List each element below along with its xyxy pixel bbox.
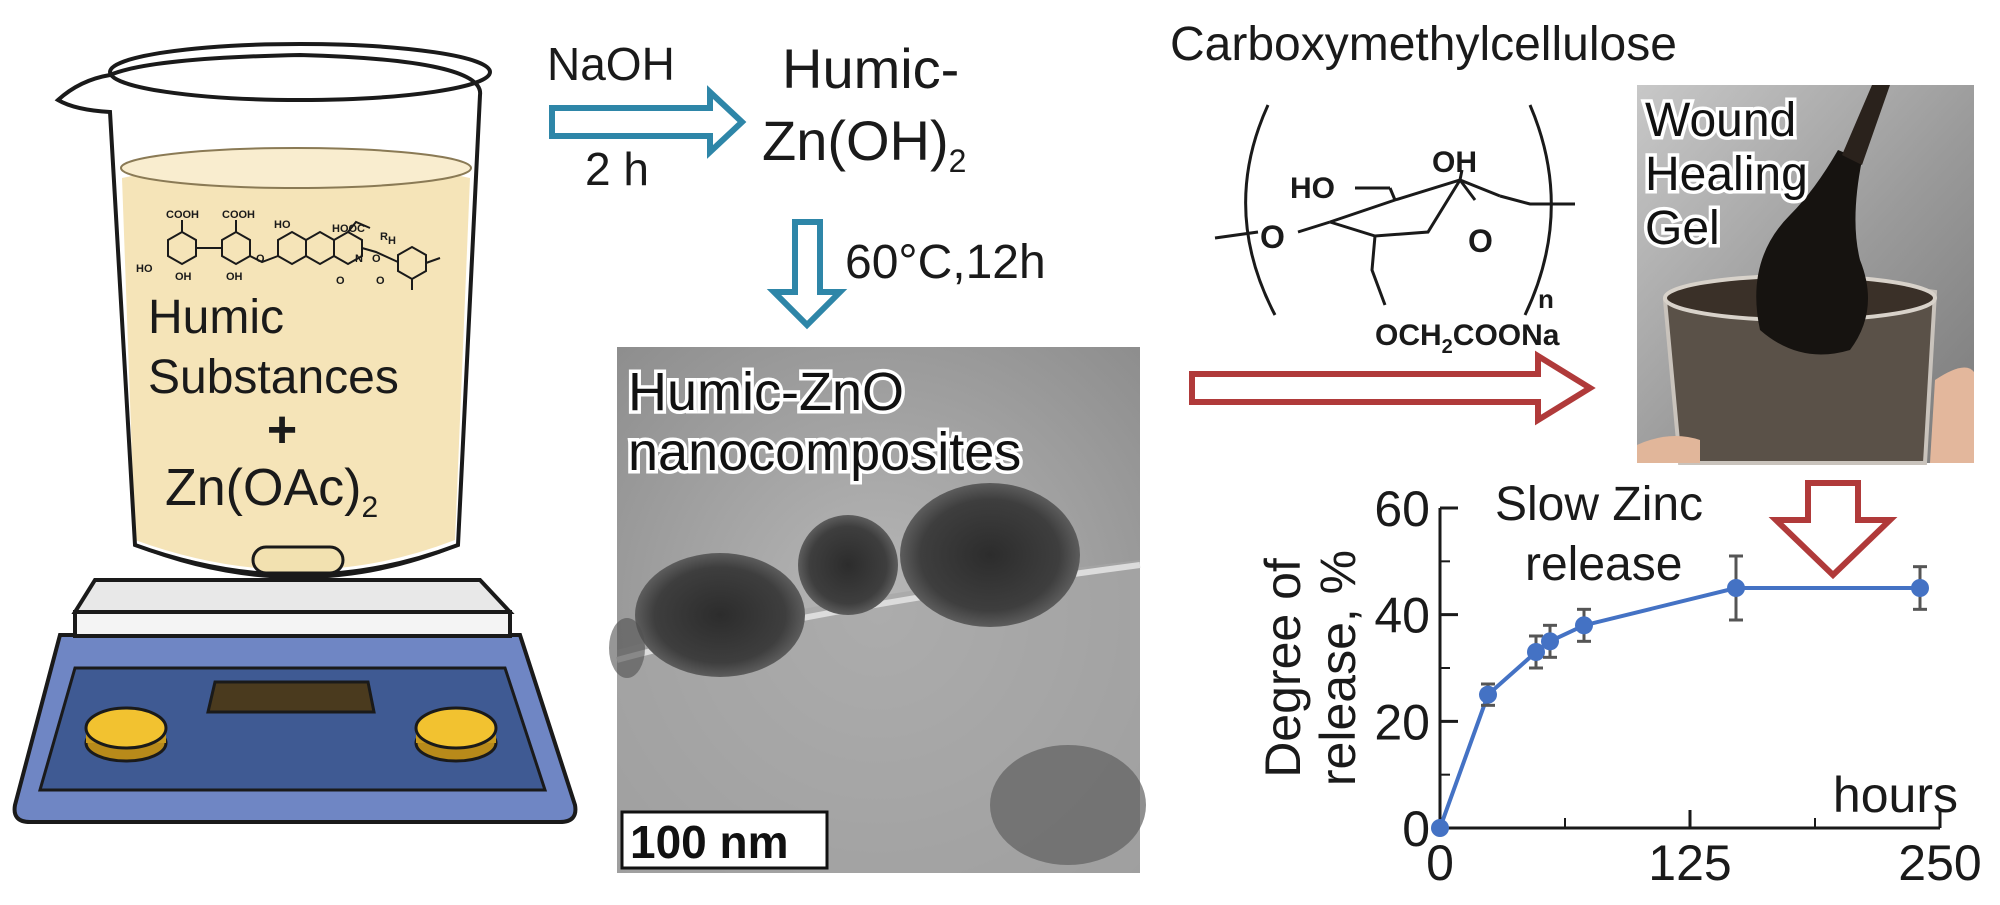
beaker: COOH COOH HOOC R HO OH OH HO H N O O O O… — [54, 42, 492, 579]
data-point — [1911, 579, 1929, 597]
struct-cooh-2: COOH — [222, 209, 255, 221]
side-chain-och: OCH — [1375, 319, 1442, 352]
step2-conditions: 60°C,12h — [845, 236, 1046, 289]
release-label-line1: Slow Zinc — [1495, 478, 1703, 531]
right-knob-icon — [414, 706, 498, 750]
beaker-label-humic: Humic — [148, 291, 284, 344]
struct-o-2: O — [372, 253, 381, 265]
x-axis-label: hours — [1833, 767, 1958, 823]
data-point — [1541, 632, 1559, 651]
struct-ho-2: HO — [274, 219, 291, 231]
right-bracket — [1523, 104, 1553, 316]
data-point — [1527, 643, 1545, 661]
humic-structure-labels: COOH COOH HOOC R HO OH OH HO H N O O O O — [136, 209, 396, 287]
humic-structure — [167, 220, 441, 290]
gel-mass — [1756, 150, 1868, 355]
blue-arrow-right-icon — [549, 85, 747, 159]
struct-o-4: O — [376, 275, 385, 287]
beaker-bottom — [134, 543, 459, 579]
tem-title-line2: nanocomposites — [628, 422, 1021, 482]
y-tick-label: 20 — [1374, 694, 1430, 750]
intermediate-line2: Zn(OH)2 — [762, 109, 966, 179]
tem-title-line1: Humic-ZnO — [628, 362, 904, 422]
y-tick-label: 0 — [1402, 801, 1430, 857]
gel-label-line2: Healing — [1645, 148, 1808, 201]
intermediate-subscript: 2 — [949, 143, 967, 179]
data-point — [1575, 616, 1593, 635]
cmc-title: Carboxymethylcellulose — [1170, 18, 1677, 71]
cmc-n: n — [1538, 284, 1554, 314]
x-tick-label: 125 — [1648, 835, 1731, 891]
cmc-o-left: O — [1260, 219, 1285, 255]
release-label-line2: release — [1525, 538, 1682, 591]
scale-bar-box — [620, 810, 829, 870]
side-chain-coona: COONa — [1453, 319, 1560, 352]
struct-hooc: HOOC — [332, 223, 365, 235]
scale-bar-label: 100 nm — [630, 816, 789, 868]
tem-particle-3 — [900, 483, 1080, 627]
red-arrow-right-icon — [1189, 350, 1596, 426]
finger-left — [1637, 436, 1700, 463]
cmc-structure — [1214, 104, 1575, 316]
struct-h: H — [388, 235, 396, 247]
beaker-label-reagent: Zn(OAc)2 — [165, 459, 378, 524]
magnetic-stirrer — [12, 578, 578, 824]
hotplate-top — [71, 578, 515, 614]
cmc-ho: HO — [1290, 172, 1335, 205]
data-point — [1727, 579, 1745, 597]
beaker-label-substances: Substances — [148, 351, 399, 404]
beaker-rim — [108, 42, 492, 102]
struct-ho-1: HO — [136, 263, 153, 275]
struct-o-3: O — [336, 275, 345, 287]
blue-arrow-down-icon — [766, 219, 848, 330]
left-bracket — [1244, 104, 1277, 316]
cmc-o-ring: O — [1468, 223, 1493, 259]
tem-particle-4 — [990, 745, 1146, 865]
y-axis-label-line2: release, % — [1310, 550, 1366, 786]
intermediate-line1: Humic- — [782, 37, 959, 100]
stirrer-panel — [38, 666, 548, 792]
cmc-side-chain: OCH2COONa — [1375, 319, 1560, 358]
intermediate-main: Zn(OH) — [762, 109, 949, 172]
side-chain-subscript: 2 — [1442, 336, 1453, 358]
struct-o-1: O — [256, 253, 265, 265]
gel-label-line3: Gel — [1645, 202, 1720, 255]
hotplate-front — [73, 610, 512, 638]
finger — [1930, 367, 1974, 463]
cmc-oh: OH — [1432, 146, 1477, 179]
tem-image: Humic-ZnO nanocomposites 100 nm — [609, 347, 1146, 873]
stir-bar — [251, 545, 345, 575]
data-point — [1479, 685, 1497, 704]
left-knob-icon — [84, 706, 168, 750]
tem-particle-1 — [635, 553, 805, 677]
tem-particle-edge — [609, 618, 645, 678]
struct-n: N — [355, 253, 363, 265]
reagent-subscript: 2 — [361, 491, 378, 524]
stirrer-display — [206, 680, 376, 714]
struct-cooh-1: COOH — [166, 209, 199, 221]
x-tick-label: 0 — [1426, 835, 1454, 891]
gel-stick — [1842, 85, 1890, 165]
tem-particle-2 — [798, 515, 898, 615]
struct-oh-1: OH — [175, 271, 192, 283]
struct-oh-2: OH — [226, 271, 243, 283]
beaker-liquid — [122, 159, 470, 570]
y-tick-label: 60 — [1374, 481, 1430, 537]
data-point — [1431, 819, 1449, 837]
reagent-main: Zn(OAc) — [165, 459, 361, 517]
gel-label-line1: Wound — [1645, 94, 1796, 147]
struct-r: R — [380, 231, 388, 243]
red-arrow-down-icon — [1768, 480, 1898, 580]
beaker-label-plus: + — [267, 401, 297, 459]
step1-time: 2 h — [585, 143, 649, 195]
gel-photo: Wound Healing Gel — [1637, 85, 1974, 465]
step1-reagent: NaOH — [547, 38, 675, 90]
liquid-surface — [120, 147, 472, 189]
x-tick-label: 250 — [1898, 835, 1981, 891]
y-axis-label-line1: Degree of — [1255, 558, 1311, 778]
y-tick-label: 40 — [1374, 588, 1430, 644]
